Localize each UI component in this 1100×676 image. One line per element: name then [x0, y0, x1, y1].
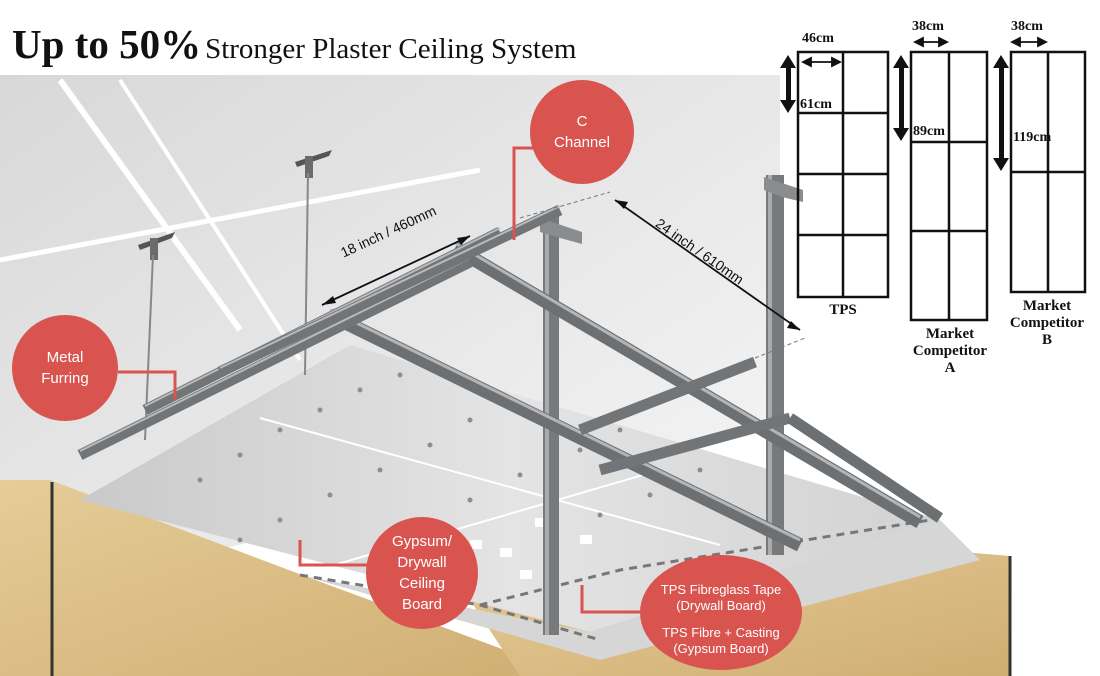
leader-metal-furring	[118, 370, 177, 400]
grid-tps	[796, 50, 890, 299]
grid-competitor-a	[909, 50, 989, 322]
tps-height-label: 61cm	[800, 97, 832, 112]
vertical-arrows	[780, 55, 1009, 171]
competitor-a-height-label: 89cm	[913, 124, 945, 139]
grid-competitor-b	[1009, 50, 1087, 294]
tps-width-label: 46cm	[802, 31, 834, 46]
c-channel-label: C Channel	[554, 113, 610, 151]
title-rest: Stronger Plaster Ceiling System	[205, 33, 577, 65]
competitor-b-width-label: 38cm	[1011, 19, 1043, 34]
competitor-a-width-label: 38cm	[912, 19, 944, 34]
gypsum-board-label: Gypsum/ Drywall Ceiling Board	[391, 533, 452, 613]
title-highlight: Up to 50%	[12, 21, 202, 67]
page-title: Up to 50% Stronger Plaster Ceiling Syste…	[12, 20, 576, 68]
metal-furring-label: Metal Furring	[41, 349, 89, 387]
tape-note: TPS Fibreglass Tape (Drywall Board)	[660, 582, 782, 613]
competitor-b-caption: Market Competitor B	[1009, 298, 1085, 348]
dimension-24inch	[519, 191, 806, 359]
dimension-18inch	[321, 235, 471, 306]
c-channel-bubble: C Channel	[530, 80, 634, 184]
gypsum-board-bubble: Gypsum/ Drywall Ceiling Board	[366, 517, 478, 629]
competitor-b-height-label: 119cm	[1013, 130, 1052, 145]
leader-gypsum	[298, 540, 368, 567]
competitor-a-caption: Market Competitor A	[912, 326, 988, 376]
fibre-note: TPS Fibre + Casting (Gypsum Board)	[662, 625, 780, 656]
tps-caption: TPS	[829, 302, 857, 318]
leader-tape	[580, 585, 650, 614]
ceiling-board-lower	[300, 520, 980, 660]
comparison-arrows	[800, 36, 1049, 68]
tps-note-bubble	[640, 555, 802, 670]
metal-furring	[77, 205, 944, 523]
metal-furring-bubble: Metal Furring	[12, 315, 118, 421]
